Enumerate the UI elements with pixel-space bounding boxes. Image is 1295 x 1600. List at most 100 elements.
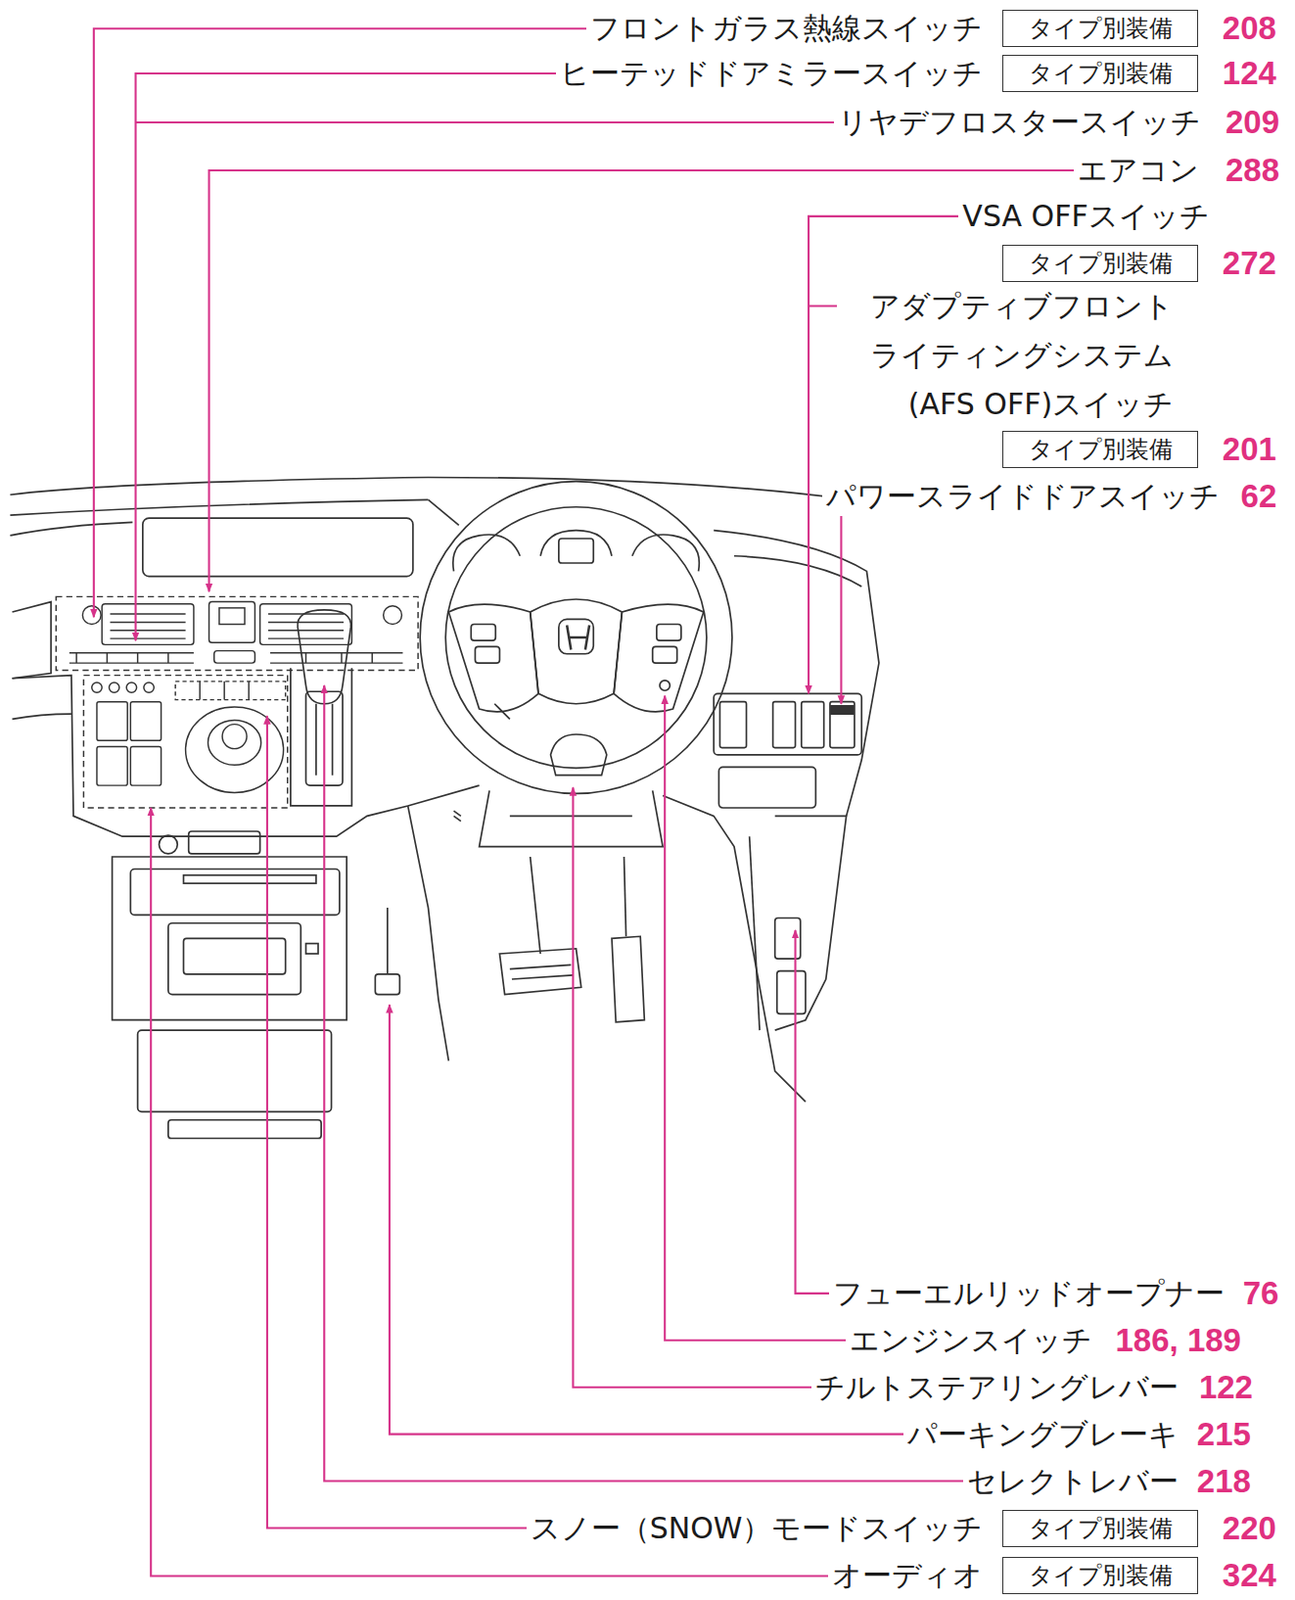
steering-wheel	[530, 599, 623, 704]
center-panel	[214, 650, 256, 664]
type-equipment-box: タイプ別装備	[1002, 1556, 1199, 1594]
dashboard-outline	[188, 831, 261, 854]
dashboard-outline	[777, 971, 806, 1015]
switch-panel	[713, 693, 862, 808]
page-number: 76	[1239, 1273, 1284, 1313]
part-name: ヒーテッドドアミラースイッチ	[555, 53, 987, 93]
center-panel	[130, 746, 161, 787]
dashboard-outline	[775, 815, 847, 1030]
center-panel	[383, 605, 403, 625]
switch-panel	[718, 766, 816, 808]
dashboard-outline	[775, 918, 801, 960]
dashboard-outline	[159, 834, 179, 854]
steering-wheel	[566, 625, 590, 650]
part-name: パーキングブレーキ	[903, 1414, 1183, 1454]
center-panel	[185, 706, 284, 793]
center-panel	[130, 701, 161, 741]
steering-wheel	[419, 481, 733, 794]
page-number: 288	[1221, 150, 1284, 190]
leader-line	[839, 514, 842, 704]
type-equipment-box: タイプ別装備	[1002, 430, 1199, 468]
pedals	[374, 973, 400, 995]
steering-wheel	[558, 618, 594, 653]
steering-wheel	[540, 530, 612, 556]
pedals	[386, 907, 389, 974]
switch-panel	[801, 701, 825, 748]
dashboard-outline	[9, 477, 887, 1139]
switch-panel	[713, 693, 862, 755]
pedals	[624, 856, 627, 936]
pedals	[509, 964, 574, 979]
steering-wheel	[470, 624, 496, 642]
dashboard-outline	[662, 795, 806, 1103]
type-equipment-box: タイプ別装備	[1002, 9, 1199, 47]
center-panel	[96, 746, 128, 787]
steering-wheel	[558, 538, 594, 563]
page-number: 218	[1193, 1461, 1255, 1501]
type-equipment-box: タイプ別装備	[1002, 1509, 1199, 1547]
center-panel	[260, 603, 353, 646]
dashboard-outline	[9, 499, 428, 515]
page-number: 209	[1221, 102, 1284, 142]
dashboard-outline	[130, 869, 340, 916]
steering-wheel	[613, 603, 704, 712]
page-number: 272	[1218, 243, 1281, 283]
box-text: タイプ別装備	[1028, 1559, 1173, 1591]
select-lever	[290, 667, 353, 806]
box-text: タイプ別装備	[1028, 57, 1173, 90]
dashboard-outline	[713, 530, 879, 817]
part-name: エアコン	[1073, 150, 1203, 190]
center-panel	[69, 652, 194, 663]
dashboard-outline	[112, 856, 348, 1020]
center-panel	[222, 724, 247, 749]
dashboard-outline	[509, 815, 633, 818]
leader-line	[93, 28, 1214, 1575]
dashboard-outline	[12, 713, 72, 719]
steering-wheel	[419, 481, 733, 794]
steering-wheel	[551, 734, 607, 776]
dashboard-outline	[138, 1029, 332, 1111]
page-number: 208	[1218, 8, 1281, 48]
page-number: 215	[1193, 1414, 1255, 1454]
steering-wheel	[652, 646, 678, 663]
part-name: フロントガラス熱線スイッチ	[586, 8, 987, 48]
switch-panel	[719, 701, 746, 748]
center-panel	[270, 652, 403, 663]
part-name: セレクトレバー	[963, 1461, 1183, 1501]
pedals	[611, 935, 645, 1022]
steering-wheel	[474, 646, 500, 663]
part-name: チルトステアリングレバー	[811, 1367, 1183, 1407]
steering-wheel	[448, 603, 539, 712]
dashboard-outline	[428, 499, 460, 525]
leader-line	[323, 685, 1173, 1481]
page-number: 122	[1195, 1367, 1257, 1407]
center-panel	[108, 682, 119, 693]
part-name: VSA OFFスイッチ	[958, 196, 1213, 236]
center-panel	[55, 596, 418, 670]
leader-line	[150, 807, 979, 1575]
dashboard-outline	[168, 923, 301, 995]
center-panel	[55, 596, 418, 808]
dashboard-outline	[142, 517, 414, 576]
center-panel	[199, 681, 249, 700]
center-panel	[92, 682, 102, 693]
part-name: リヤデフロスタースイッチ	[833, 102, 1205, 142]
page-number: 220	[1218, 1508, 1281, 1548]
type-equipment-box: タイプ別装備	[1002, 244, 1199, 282]
center-panel	[143, 682, 154, 693]
select-lever	[290, 609, 353, 806]
dashboard-outline	[184, 875, 317, 883]
steering-wheel	[659, 680, 670, 691]
dashboard-outline	[454, 815, 462, 821]
box-text: タイプ別装備	[1028, 433, 1173, 465]
dashboard-outline	[479, 789, 664, 846]
switch-panel	[830, 701, 855, 748]
page-number: 62	[1237, 476, 1282, 516]
steering-wheel	[656, 624, 682, 642]
leader-line	[664, 694, 1081, 1340]
steering-wheel	[453, 534, 699, 571]
part-name: オーディオ	[828, 1555, 987, 1595]
dashboard-outline	[734, 555, 862, 587]
center-panel	[268, 613, 344, 639]
steering-wheel	[494, 703, 510, 720]
